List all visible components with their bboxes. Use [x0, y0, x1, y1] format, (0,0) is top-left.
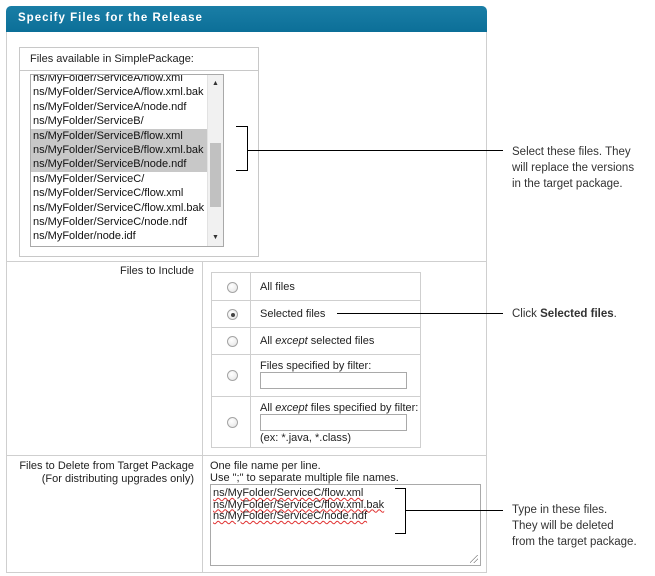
- files-list: ns/MyFolder/ServiceA/flow.xml ns/MyFolder…: [31, 74, 208, 246]
- label-emphasis: except: [275, 335, 308, 347]
- callout-text: .: [613, 308, 617, 320]
- except-filter-input[interactable]: [260, 414, 407, 431]
- list-item[interactable]: ns/MyFolder/node.idf: [33, 230, 136, 243]
- option-divider: [212, 327, 420, 328]
- label-line: Files to Delete from Target Package: [19, 460, 194, 472]
- row-divider: [6, 261, 487, 262]
- delete-instructions: One file name per line. Use ";" to separ…: [210, 460, 399, 484]
- callout-text: in the target package.: [512, 178, 623, 190]
- callout-line: [248, 150, 503, 151]
- files-to-include-label: Files to Include: [120, 265, 194, 277]
- callout-bracket: [405, 488, 406, 534]
- option-divider: [212, 354, 420, 355]
- divider: [19, 70, 259, 71]
- callout-text: will replace the versions: [512, 162, 635, 174]
- callout-bracket: [395, 488, 406, 489]
- label-part: files specified by filter:: [307, 402, 419, 414]
- list-item[interactable]: ns/MyFolder/ServiceC/flow.xml: [33, 187, 184, 200]
- files-available-label: Files available in SimplePackage:: [30, 53, 194, 65]
- label-emphasis: except: [275, 402, 308, 414]
- label-line: (For distributing upgrades only): [41, 473, 194, 485]
- list-item[interactable]: ns/MyFolder/ServiceC/flow.xml.bak: [33, 201, 205, 214]
- option-all-except-filter-label: All except files specified by filter:: [260, 402, 418, 414]
- files-to-delete-label: Files to Delete from Target Package (For…: [10, 460, 194, 486]
- files-to-delete-textarea[interactable]: ns/MyFolder/ServiceC/flow.xml ns/MyFolde…: [210, 484, 481, 566]
- instruction-line: One file name per line.: [210, 460, 321, 472]
- listbox-scrollbar[interactable]: ▲ ▼: [207, 75, 223, 246]
- files-listbox[interactable]: ns/MyFolder/ServiceA/flow.xml ns/MyFolder…: [30, 74, 224, 247]
- callout-text: Type in these files.: [512, 504, 608, 516]
- textarea-line: ns/MyFolder/ServiceC/flow.xml.bak: [213, 498, 385, 511]
- callout-text: from the target package.: [512, 536, 637, 548]
- scroll-up-arrow-icon[interactable]: ▲: [212, 80, 219, 87]
- label-part: All: [260, 335, 276, 347]
- instruction-line: Use ";" to separate multiple file names.: [210, 472, 399, 484]
- panel-title: Specify Files for the Release: [6, 6, 487, 32]
- radio-selected-files[interactable]: [227, 309, 238, 320]
- option-all-except-selected-label: All except selected files: [260, 335, 374, 347]
- callout-bracket: [236, 126, 248, 127]
- callout-text: Select these files. They: [512, 146, 631, 158]
- list-item[interactable]: ns/MyFolder/ServiceB/flow.xml: [31, 128, 208, 143]
- callout-bracket: [395, 533, 406, 534]
- radio-all-files[interactable]: [227, 282, 238, 293]
- callout-text: They will be deleted: [512, 520, 614, 532]
- callout-select-files: Select these files. They will replace th…: [512, 144, 634, 192]
- callout-line: [406, 510, 503, 511]
- list-item[interactable]: ns/MyFolder/ServiceC/: [33, 172, 145, 185]
- callout-click-selected: Click Selected files.: [512, 306, 617, 322]
- include-options-table: [211, 272, 421, 448]
- option-files-by-filter-label: Files specified by filter:: [260, 360, 372, 372]
- list-item[interactable]: ns/MyFolder/ServiceB/node.ndf: [31, 157, 208, 172]
- option-column-divider: [250, 273, 251, 447]
- radio-files-by-filter[interactable]: [227, 370, 238, 381]
- radio-all-except-filter[interactable]: [227, 417, 238, 428]
- column-divider: [202, 261, 203, 573]
- callout-type-files: Type in these files. They will be delete…: [512, 502, 637, 550]
- list-item[interactable]: ns/MyFolder/ServiceA/node.ndf: [33, 100, 187, 113]
- list-item[interactable]: ns/MyFolder/ServiceC/node.ndf: [33, 215, 188, 228]
- option-selected-files-label: Selected files: [260, 308, 326, 320]
- filter-example-hint: (ex: *.java, *.class): [260, 432, 352, 444]
- textarea-line: ns/MyFolder/ServiceC/node.ndf: [213, 510, 368, 522]
- list-item[interactable]: ns/MyFolder/ServiceB/flow.xml.bak: [31, 142, 208, 158]
- radio-all-except-selected[interactable]: [227, 336, 238, 347]
- label-part: selected files: [307, 335, 375, 347]
- callout-text: Click: [512, 308, 541, 320]
- list-item[interactable]: pub/: [31, 244, 208, 246]
- callout-bracket: [247, 126, 248, 171]
- callout-bracket: [236, 170, 248, 171]
- files-available-box: [19, 47, 259, 257]
- callout-line: [337, 313, 503, 314]
- radio-checked-dot: [230, 312, 235, 317]
- option-all-files-label: All files: [260, 281, 295, 293]
- resize-grip-icon[interactable]: [470, 555, 478, 563]
- list-item[interactable]: ns/MyFolder/ServiceB/: [33, 115, 144, 128]
- row-divider: [6, 455, 487, 456]
- list-item[interactable]: ns/MyFolder/ServiceA/flow.xml: [33, 74, 183, 84]
- label-part: All: [260, 402, 276, 414]
- filter-input[interactable]: [260, 372, 407, 389]
- option-divider: [212, 300, 420, 301]
- option-divider: [212, 396, 420, 397]
- list-item[interactable]: ns/MyFolder/ServiceA/flow.xml.bak: [33, 86, 204, 99]
- release-panel: [6, 32, 487, 573]
- scroll-down-arrow-icon[interactable]: ▼: [212, 234, 219, 241]
- textarea-line: ns/MyFolder/ServiceC/flow.xml: [213, 487, 364, 499]
- callout-text-bold: Selected files: [540, 308, 614, 320]
- scroll-thumb[interactable]: [210, 143, 221, 207]
